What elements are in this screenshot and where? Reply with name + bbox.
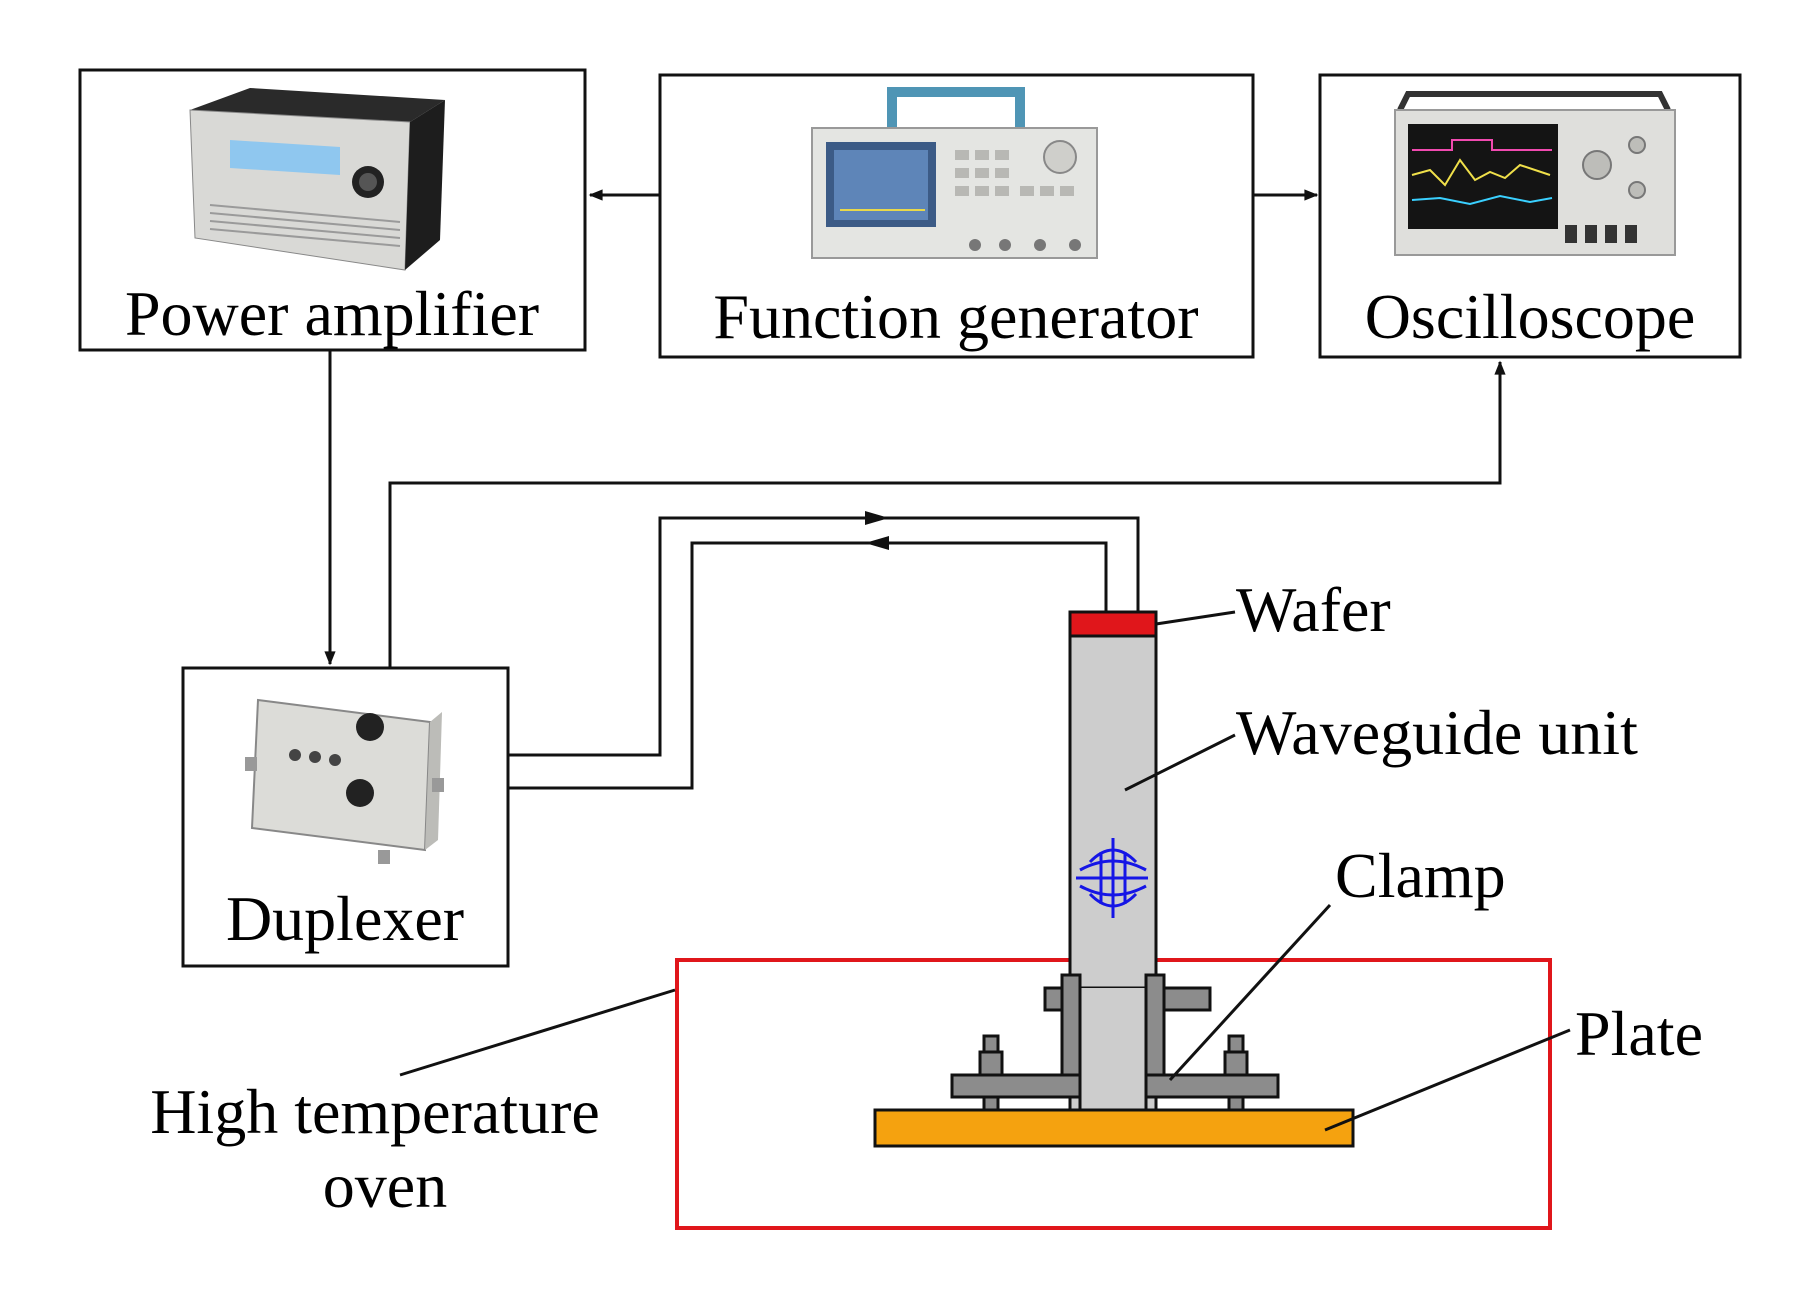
power-amplifier-box: Power amplifier: [78, 68, 587, 352]
function-generator-box: Function generator: [658, 73, 1255, 359]
clamp-label: Clamp: [1335, 840, 1506, 911]
connection-lines: [324, 189, 1506, 790]
wafer: [1068, 610, 1158, 638]
duplexer-box: Duplexer: [181, 666, 510, 968]
callout-leaders: [399, 610, 1571, 1132]
send-arrowhead: [865, 511, 889, 525]
receive-arrowhead: [865, 536, 889, 550]
clamp-leader: [1168, 903, 1332, 1082]
plate: [873, 1108, 1355, 1148]
oscilloscope-box: Oscilloscope: [1318, 73, 1742, 359]
power-amplifier-icon: [189, 88, 445, 271]
plate-leader: [1324, 1028, 1571, 1132]
receive-cable-line: [508, 541, 1108, 790]
function-generator-label: Function generator: [713, 281, 1198, 352]
function-generator-icon: [811, 87, 1098, 259]
oven-label-line2: oven: [323, 1150, 447, 1221]
plate-label: Plate: [1575, 998, 1703, 1069]
wave-packet-icon: [1076, 838, 1148, 918]
waveguide-leader: [1124, 733, 1236, 792]
duplexer-label: Duplexer: [226, 883, 464, 954]
oscilloscope-icon: [1394, 91, 1676, 256]
oven-label-line1: High temperature: [150, 1076, 600, 1147]
oscilloscope-label: Oscilloscope: [1365, 281, 1696, 352]
oven-leader: [399, 988, 676, 1077]
wafer-label: Wafer: [1236, 574, 1391, 645]
duplexer-icon: [245, 698, 444, 864]
waveguide-unit-label: Waveguide unit: [1236, 697, 1638, 768]
duplexer-to-osc-line: [388, 360, 1506, 668]
clamp: [950, 973, 1280, 1112]
send-cable-line: [508, 516, 1140, 757]
power-amplifier-label: Power amplifier: [125, 278, 539, 349]
wafer-leader: [1155, 610, 1236, 626]
